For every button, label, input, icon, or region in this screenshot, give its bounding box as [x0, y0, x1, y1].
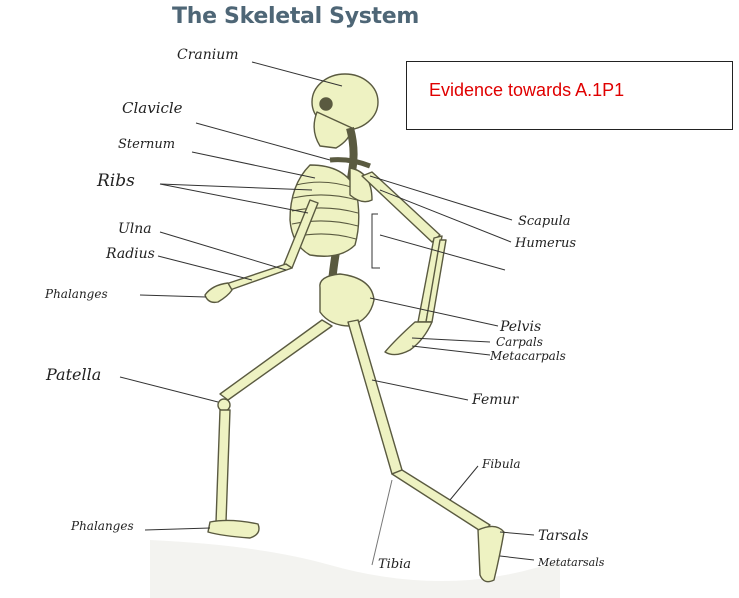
leader-ribs-1: [160, 184, 308, 213]
leader-bracket: [372, 214, 380, 268]
leader-cranium: [252, 62, 342, 86]
leader-phalanges-foot: [145, 528, 210, 530]
label-ulna: Ulna: [118, 221, 152, 237]
label-radius: Radius: [105, 246, 155, 262]
label-tibia: Tibia: [378, 557, 411, 572]
leader-metatarsals: [500, 556, 534, 560]
pelvis-bone: [320, 274, 374, 326]
leader-fibula: [450, 466, 478, 500]
label-phalanges-foot: Phalanges: [70, 519, 134, 533]
forearm-left-bone: [226, 264, 292, 290]
label-metacarpals: Metacarpals: [489, 349, 566, 363]
leader-metacarpals: [412, 346, 490, 355]
label-tarsals: Tarsals: [538, 528, 588, 544]
leader-femur: [372, 380, 468, 400]
label-metatarsals: Metatarsals: [537, 556, 605, 569]
label-phalanges-hand: Phalanges: [44, 287, 108, 301]
leader-patella: [120, 377, 218, 402]
femur-back-bone: [220, 320, 332, 400]
leader-ulna: [160, 232, 286, 270]
ground-line: [372, 480, 392, 565]
tibia-front-bone: [392, 470, 490, 532]
humerus-bone: [362, 172, 440, 242]
eye-socket: [320, 98, 332, 110]
label-carpals: Carpals: [496, 335, 543, 349]
hand-left-bone: [205, 283, 232, 302]
tibia-back-bone: [216, 410, 230, 522]
foot-front-bone: [478, 526, 504, 581]
label-femur: Femur: [471, 392, 520, 408]
leader-radius: [158, 256, 252, 280]
foot-back-bone: [208, 520, 259, 538]
label-patella: Patella: [45, 365, 101, 384]
leader-clavicle: [196, 123, 330, 160]
label-pelvis: Pelvis: [499, 319, 541, 335]
patella-bone: [218, 399, 230, 411]
leader-humerus: [380, 190, 511, 242]
leader-ribs-2: [160, 184, 312, 190]
label-sternum: Sternum: [118, 137, 175, 152]
leader-carpals: [412, 338, 490, 342]
label-scapula: Scapula: [518, 214, 571, 229]
leader-phalanges-hand: [140, 295, 206, 297]
label-cranium: Cranium: [177, 47, 239, 63]
label-fibula: Fibula: [481, 457, 521, 471]
leader-sternum: [192, 152, 315, 178]
label-clavicle: Clavicle: [122, 99, 183, 117]
leader-tarsals: [500, 532, 534, 535]
label-humerus: Humerus: [514, 236, 576, 251]
label-ribs: Ribs: [96, 171, 135, 191]
